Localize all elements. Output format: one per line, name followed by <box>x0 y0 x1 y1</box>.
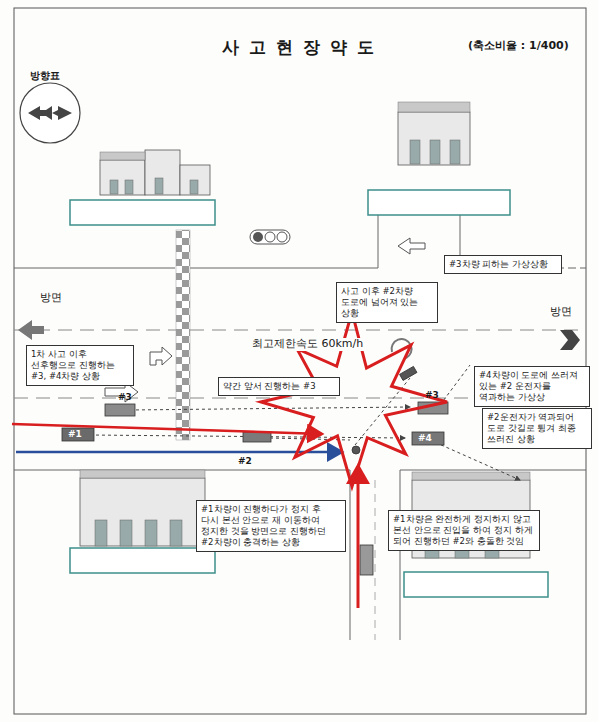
callout-text: #1차량이 진행하다가 정지 후 다시 본선 안으로 재 이동하여 정지한 것을… <box>201 504 341 548</box>
callout-box: 1차 사고 이후 선후행으로 진행하는 #3, #4차량 상황 <box>26 345 134 386</box>
callout-box: #2운전자가 역과되어 도로 갓길로 튕겨 최종 쓰러진 상황 <box>482 408 592 449</box>
scale-note: (축소비율 : 1/400) <box>468 40 569 53</box>
callout-box: #1차량이 진행하다가 정지 후 다시 본선 안으로 재 이동하여 정지한 것을… <box>196 500 346 552</box>
callout-text: #2운전자가 역과되어 도로 갓길로 튕겨 최종 쓰러진 상황 <box>487 412 587 445</box>
callout-text: 1차 사고 이후 선후행으로 진행하는 #3, #4차량 상황 <box>31 349 129 382</box>
vehicle-number: #2 <box>238 456 252 466</box>
callout-text: #4차량이 도로에 쓰러져 있는 #2 운전자를 역과하는 가상상 <box>479 370 585 403</box>
callout-text: 사고 이후 #2차량 도로에 넘어져 있는 상황 <box>341 286 433 319</box>
callout-box: #1차량은 완전하게 정지하지 않고 본선 안으로 진입을 하여 정지 하게 되… <box>388 510 540 551</box>
direction-label: 방면 <box>550 306 572 319</box>
vehicle-number: #4 <box>418 433 432 443</box>
callout-text: #3차량 피하는 가상상황 <box>449 259 557 270</box>
callout-box: 약간 앞서 진행하는 #3 <box>218 377 340 396</box>
callout-text: #1차량은 완전하게 정지하지 않고 본선 안으로 진입을 하여 정지 하게 되… <box>393 514 535 547</box>
vehicle-number: #3 <box>425 390 439 400</box>
vehicle-number: #1 <box>68 429 82 439</box>
callout-text: 약간 앞서 진행하는 #3 <box>223 381 335 392</box>
callout-box: 사고 이후 #2차량 도로에 넘어져 있는 상황 <box>336 282 438 323</box>
speed-limit: 최고제한속도 60km/h <box>250 338 365 351</box>
callout-box: #3차량 피하는 가상상황 <box>444 255 562 274</box>
callout-box: #4차량이 도로에 쓰러져 있는 #2 운전자를 역과하는 가상상 <box>474 366 590 407</box>
vehicle-number: #3 <box>118 392 132 402</box>
compass-caption: 방향표 <box>30 70 60 82</box>
direction-label: 방면 <box>40 292 62 305</box>
